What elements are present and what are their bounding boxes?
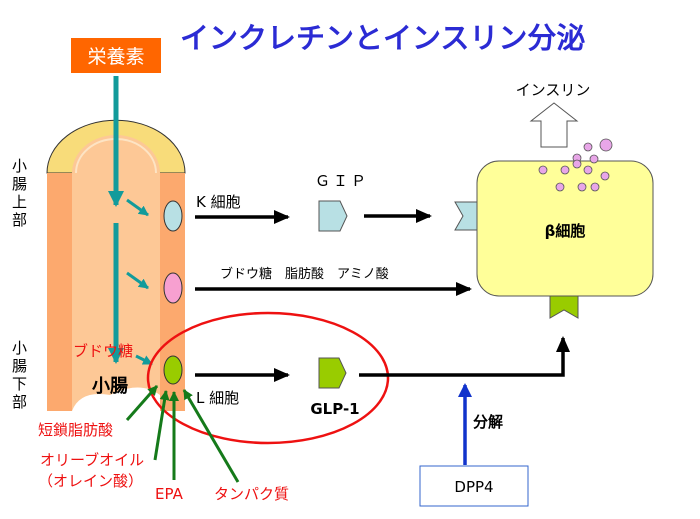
page-title: インクレチンとインスリン分泌 — [180, 21, 585, 55]
degradation-label: 分解 — [473, 413, 503, 431]
glp1-label: GLP-1 — [310, 400, 359, 418]
stimulus-oleic-acid: （オレイン酸） — [38, 472, 143, 490]
gip-hormone-shape — [318, 200, 348, 232]
svg-text:腸: 腸 — [12, 175, 27, 193]
svg-text:部: 部 — [12, 211, 27, 229]
insulin-release-arrow — [529, 102, 579, 148]
dpp4-label: DPP4 — [454, 478, 493, 496]
l-cell — [163, 355, 183, 385]
svg-text:上: 上 — [12, 193, 27, 211]
nutrient-sensing-cell — [163, 272, 183, 304]
glp1-receptor — [549, 295, 579, 319]
intestine-label: 小腸 — [92, 376, 128, 397]
nutrient-flow-arrows — [108, 76, 153, 366]
glp1-hormone-shape — [318, 357, 347, 389]
middle-path-label: ブドウ糖 脂肪酸 アミノ酸 — [220, 266, 389, 282]
lower-intestine-label: 小 腸 下 部 — [12, 339, 27, 411]
stimulus-epa: EPA — [155, 485, 184, 503]
svg-text:小: 小 — [12, 157, 27, 175]
dpp4-box — [419, 465, 529, 507]
insulin-label: インスリン — [516, 81, 591, 99]
stimulus-olive-oil: オリーブオイル — [40, 451, 144, 469]
insulin-vesicles — [538, 138, 613, 192]
svg-text:小: 小 — [12, 339, 27, 357]
l-cell-label: L 細胞 — [196, 389, 239, 407]
k-cell-label: K 細胞 — [196, 193, 241, 211]
gip-receptor — [454, 201, 478, 231]
glp1-to-beta-arrow — [359, 336, 570, 377]
stimulus-scfa: 短鎖脂肪酸 — [38, 421, 113, 439]
gip-label: ＧＩＰ — [315, 172, 369, 190]
svg-text:下: 下 — [12, 375, 27, 393]
beta-cell-label: β細胞 — [545, 222, 586, 240]
stimulus-arrows — [125, 385, 240, 483]
l-cell-highlight-ellipse — [146, 311, 390, 445]
svg-text:腸: 腸 — [12, 357, 27, 375]
k-cell — [163, 200, 183, 232]
nutrient-box: 栄養素 — [71, 38, 161, 73]
stimulus-protein: タンパク質 — [214, 485, 289, 503]
nutrient-label: 栄養素 — [87, 46, 144, 68]
svg-text:部: 部 — [12, 393, 27, 411]
upper-intestine-label: 小 腸 上 部 — [12, 157, 27, 229]
glucose-label: ブドウ糖 — [73, 342, 133, 360]
